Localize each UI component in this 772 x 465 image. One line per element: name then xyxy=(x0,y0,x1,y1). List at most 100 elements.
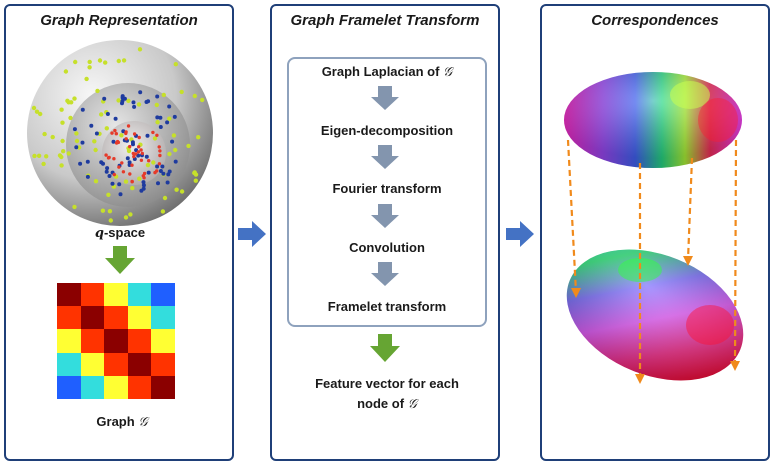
sample-point xyxy=(116,58,122,64)
sample-point xyxy=(193,178,198,183)
sample-point xyxy=(85,159,90,164)
sample-point xyxy=(141,183,146,188)
matrix-cell xyxy=(104,329,128,353)
q-space-label: q-space xyxy=(80,225,160,241)
sample-point xyxy=(65,98,70,104)
sample-point xyxy=(80,140,85,145)
sample-point xyxy=(161,92,166,98)
sample-point xyxy=(72,204,77,210)
sample-point xyxy=(106,192,111,197)
gray-down-arrow-4 xyxy=(371,262,399,286)
step-framelet-transform: Framelet transform xyxy=(327,299,447,314)
sample-point xyxy=(139,158,144,162)
sample-point xyxy=(131,100,136,105)
sample-point xyxy=(74,131,79,136)
graph-g-label: Graph 𝒢 xyxy=(72,414,172,430)
sample-point xyxy=(179,89,184,95)
sample-point xyxy=(61,149,66,154)
sample-point xyxy=(120,161,124,165)
sample-point xyxy=(103,60,108,65)
sample-point xyxy=(99,112,104,117)
sample-point xyxy=(112,172,117,177)
sample-point xyxy=(93,147,98,153)
panel-title: Correspondences xyxy=(591,12,719,29)
sample-point xyxy=(153,170,157,175)
sample-point xyxy=(107,209,113,214)
step-convolution: Convolution xyxy=(349,240,425,255)
matrix-cell xyxy=(127,283,152,307)
sample-point xyxy=(38,111,43,117)
sample-point xyxy=(172,114,177,119)
matrix-cell xyxy=(127,375,152,399)
sample-point xyxy=(160,209,166,214)
sample-point xyxy=(155,94,160,99)
sample-point xyxy=(74,145,79,150)
sample-point xyxy=(152,136,158,141)
sample-point xyxy=(102,96,107,101)
sample-point xyxy=(78,161,83,166)
matrix-cell xyxy=(127,352,152,376)
gray-down-arrow-2 xyxy=(371,145,399,169)
sample-point xyxy=(112,157,116,161)
sample-point xyxy=(114,132,119,136)
sample-point xyxy=(92,139,97,144)
sample-point xyxy=(121,58,127,63)
step-graph-laplacian: Graph Laplacian of 𝒢 xyxy=(287,64,487,80)
output-line-1: Feature vector for each xyxy=(315,376,459,391)
sample-point xyxy=(158,125,163,129)
sample-point xyxy=(117,165,121,169)
step-text: Graph Laplacian of xyxy=(321,64,444,79)
gray-down-arrow-1 xyxy=(371,86,399,110)
sample-point xyxy=(110,181,115,186)
sample-point xyxy=(158,149,162,153)
sample-point xyxy=(132,132,137,136)
matrix-cell xyxy=(104,352,128,376)
panel-title: Graph Representation xyxy=(40,12,198,29)
matrix-cell xyxy=(57,306,81,330)
sample-point xyxy=(157,162,162,166)
sample-point xyxy=(121,170,126,174)
sample-point xyxy=(104,126,110,131)
sample-point xyxy=(126,124,131,128)
matrix-cell xyxy=(80,352,105,376)
sample-point xyxy=(140,151,144,156)
sample-point xyxy=(113,128,117,133)
sample-point xyxy=(60,138,65,144)
feature-vector-output: Feature vector for each node of 𝒢 xyxy=(287,374,487,415)
sample-point xyxy=(132,104,137,109)
adjacency-matrix xyxy=(57,283,175,399)
sample-point xyxy=(104,153,108,157)
sample-point xyxy=(84,76,89,82)
sample-point xyxy=(137,47,143,52)
sample-point xyxy=(89,123,94,128)
sample-point xyxy=(162,195,168,201)
matrix-cell xyxy=(151,352,175,376)
sample-point xyxy=(141,186,146,191)
sample-point xyxy=(93,179,99,184)
matrix-cell xyxy=(57,375,81,399)
sample-point xyxy=(146,170,151,175)
sample-point xyxy=(32,153,37,159)
sample-point xyxy=(60,120,65,125)
sample-point xyxy=(128,212,133,217)
matrix-cell xyxy=(80,306,105,330)
matrix-cell xyxy=(151,329,175,353)
sample-point xyxy=(147,159,151,163)
sample-point xyxy=(105,166,110,171)
sample-point xyxy=(124,137,128,141)
sample-point xyxy=(161,171,166,176)
sample-point xyxy=(139,148,143,152)
sample-point xyxy=(121,129,126,134)
sample-point xyxy=(142,176,146,180)
green-down-arrow-2 xyxy=(370,334,400,362)
matrix-cell xyxy=(80,283,105,307)
sample-point xyxy=(123,215,129,220)
sample-point xyxy=(124,131,128,136)
sample-point xyxy=(72,96,77,101)
sample-point xyxy=(158,115,163,120)
sample-point xyxy=(137,135,141,140)
sample-point xyxy=(137,145,141,149)
sample-point xyxy=(125,156,130,161)
bottom-ellipsoid xyxy=(566,249,744,381)
sample-point xyxy=(100,208,106,213)
